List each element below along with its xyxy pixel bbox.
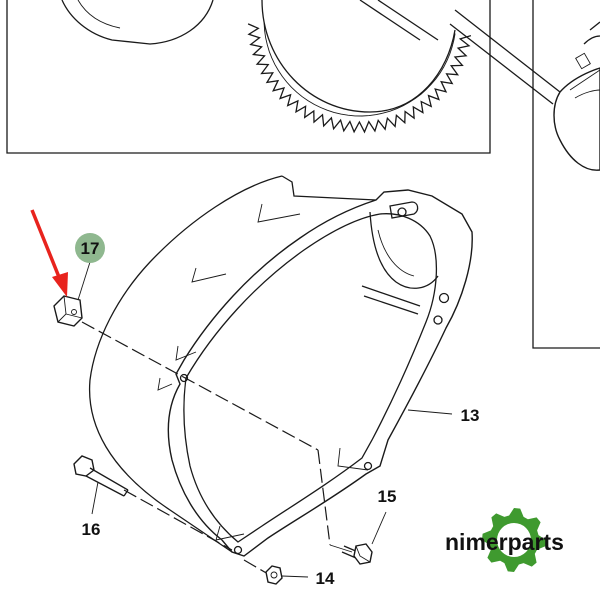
logo-text: nimerparts — [445, 529, 564, 555]
callout-17: 17 — [81, 239, 100, 258]
assembly-lines — [81, 321, 353, 575]
bolt-part-15 — [341, 543, 373, 565]
leader-lines — [77, 261, 453, 578]
clip-nut-part — [53, 295, 83, 327]
crankshaft-inset — [449, 0, 600, 349]
red-pointer-arrow-icon — [30, 209, 68, 297]
callout-15: 15 — [378, 487, 397, 506]
callout-14: 14 — [316, 569, 335, 588]
nut-part-14 — [265, 565, 283, 585]
bolt-part-16 — [73, 455, 129, 497]
nimerparts-logo: nimerparts — [445, 508, 564, 572]
ring-gear — [247, 23, 472, 134]
gear-icon — [482, 508, 546, 572]
callout-13: 13 — [461, 406, 480, 425]
callout-16: 16 — [82, 520, 101, 539]
callout-17-highlight — [75, 233, 105, 263]
flywheel-inset — [6, 0, 491, 154]
flywheel-housing — [88, 175, 473, 557]
